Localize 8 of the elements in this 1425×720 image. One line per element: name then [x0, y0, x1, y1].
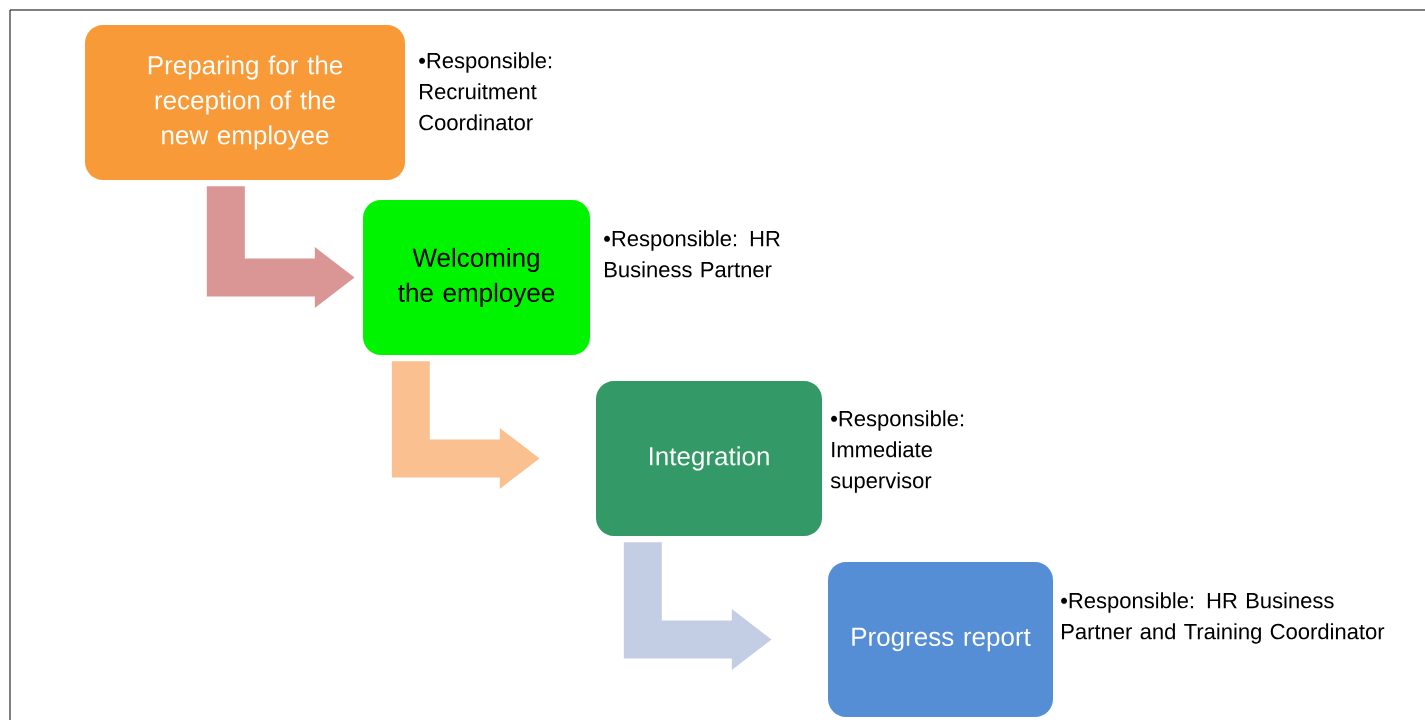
responsibility-note: •Responsible: Immediate supervisor: [830, 410, 964, 493]
step-box: Integration: [596, 381, 822, 536]
responsibility-note: •Responsible: HR Business Partner: [604, 230, 780, 278]
step-box: Preparing for the reception of the new employee: [85, 25, 405, 180]
step-box: Welcoming the employee: [363, 200, 590, 355]
responsibility-note: •Responsible: HR Business Partner and Training Coordinator: [1061, 592, 1385, 644]
responsibility-note: •Responsible: Recruitment Coordinator: [419, 52, 552, 131]
step-box: Progress report: [828, 562, 1053, 717]
